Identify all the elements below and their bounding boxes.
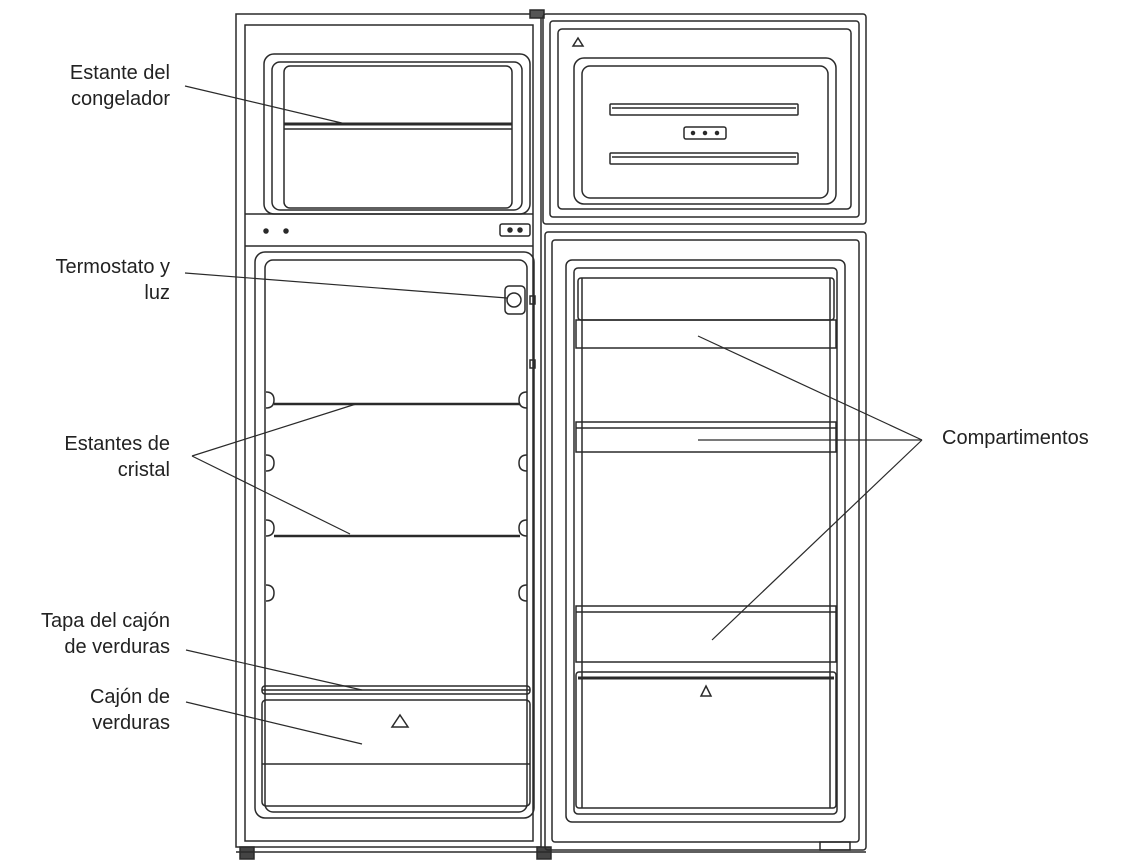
leader-thermostat bbox=[184, 272, 508, 299]
rail-left-4 bbox=[265, 584, 275, 602]
label-crisper-cover-line1: Tapa del cajón bbox=[41, 610, 170, 632]
fridge-outer bbox=[254, 251, 535, 819]
label-crisper: Cajón de verduras bbox=[20, 684, 170, 736]
label-freezer-shelf-line1: Estante del bbox=[69, 62, 170, 84]
freezer-door bbox=[542, 13, 867, 225]
door-compartment-3 bbox=[575, 605, 837, 663]
freezer-door-badge bbox=[683, 126, 727, 140]
rail-left-3 bbox=[265, 519, 275, 537]
label-thermostat: Termostato y luz bbox=[20, 254, 170, 306]
rail-left-2 bbox=[265, 454, 275, 472]
crisper-triangle-icon bbox=[390, 713, 410, 728]
rail-right-2 bbox=[518, 454, 528, 472]
badge-dot-3 bbox=[714, 130, 720, 136]
middle-hinge-dot-1 bbox=[507, 227, 513, 233]
label-thermostat-line2: luz bbox=[144, 282, 170, 304]
rail-right-1 bbox=[518, 391, 528, 409]
leader-lines bbox=[184, 85, 923, 745]
label-compartments: Compartimentos bbox=[942, 427, 1089, 449]
fridge-door-foot bbox=[819, 841, 851, 851]
door-bottom-logo-icon bbox=[699, 684, 713, 697]
thermostat-knob bbox=[506, 292, 522, 308]
divider-dot-right bbox=[283, 228, 289, 234]
freezer-door-frame bbox=[549, 20, 860, 218]
label-glass-shelves-line1: Estantes de bbox=[64, 433, 170, 455]
rail-right-3 bbox=[518, 519, 528, 537]
side-mark-1 bbox=[529, 295, 536, 305]
door-compartment-1 bbox=[577, 277, 835, 321]
label-thermostat-line1: Termostato y bbox=[55, 256, 170, 278]
thermostat-box bbox=[504, 285, 526, 315]
divider-dot-left bbox=[263, 228, 269, 234]
leader-crisper bbox=[185, 701, 363, 745]
freezer-door-liner bbox=[557, 28, 852, 210]
crisper-drawer bbox=[261, 699, 531, 807]
leader-glass-shelf-1 bbox=[191, 403, 357, 457]
middle-hinge-dot-2 bbox=[517, 227, 523, 233]
door-compartment-1-front bbox=[575, 319, 837, 349]
freezer-outer bbox=[263, 53, 531, 215]
middle-hinge bbox=[499, 223, 531, 237]
leader-crisper-cover bbox=[185, 649, 363, 691]
leader-compartment-1 bbox=[697, 335, 923, 441]
freezer-door-bar-top bbox=[609, 103, 799, 116]
side-mark-2 bbox=[529, 359, 536, 369]
label-freezer-shelf: Estante del congelador bbox=[20, 60, 170, 112]
freezer-door-bar-bottom bbox=[609, 152, 799, 165]
fridge-door-outer bbox=[544, 231, 867, 851]
badge-dot-1 bbox=[690, 130, 696, 136]
fridge-door-liner bbox=[565, 259, 846, 823]
freezer-liner bbox=[283, 65, 513, 209]
foot-left bbox=[239, 846, 255, 860]
label-glass-shelves-line2: cristal bbox=[117, 459, 170, 481]
label-freezer-shelf-line2: congelador bbox=[71, 88, 170, 110]
fridge-door-inner bbox=[573, 267, 838, 815]
fridge-door-frame bbox=[551, 239, 860, 843]
label-glass-shelves: Estantes de cristal bbox=[20, 431, 170, 483]
cabinet bbox=[235, 9, 866, 860]
freezer-inner bbox=[271, 61, 523, 211]
label-crisper-cover: Tapa del cajón de verduras bbox=[0, 608, 170, 660]
cabinet-inner bbox=[244, 24, 534, 842]
badge-dot-2 bbox=[702, 130, 708, 136]
label-crisper-cover-line2: de verduras bbox=[64, 636, 170, 658]
door-compartment-2 bbox=[575, 421, 837, 453]
freezer-door-panel-inner bbox=[581, 65, 829, 199]
door-bottom-bin bbox=[575, 671, 837, 809]
freezer-door-logo-icon bbox=[571, 36, 585, 47]
cabinet-outer bbox=[235, 13, 542, 848]
leader-compartment-3 bbox=[711, 439, 923, 641]
leader-freezer-shelf bbox=[184, 85, 347, 125]
rail-right-4 bbox=[518, 584, 528, 602]
leader-glass-shelf-2 bbox=[191, 455, 351, 535]
fridge-door bbox=[544, 231, 867, 851]
freezer-door-outer bbox=[542, 13, 867, 225]
foot-right bbox=[536, 846, 552, 860]
fridge-compartment bbox=[254, 251, 536, 819]
freezer-compartment bbox=[263, 53, 531, 215]
label-crisper-line2: verduras bbox=[92, 712, 170, 734]
label-crisper-line1: Cajón de bbox=[89, 686, 170, 708]
hinge-top bbox=[529, 9, 545, 19]
rail-left-1 bbox=[265, 391, 275, 409]
freezer-door-panel bbox=[573, 57, 837, 205]
